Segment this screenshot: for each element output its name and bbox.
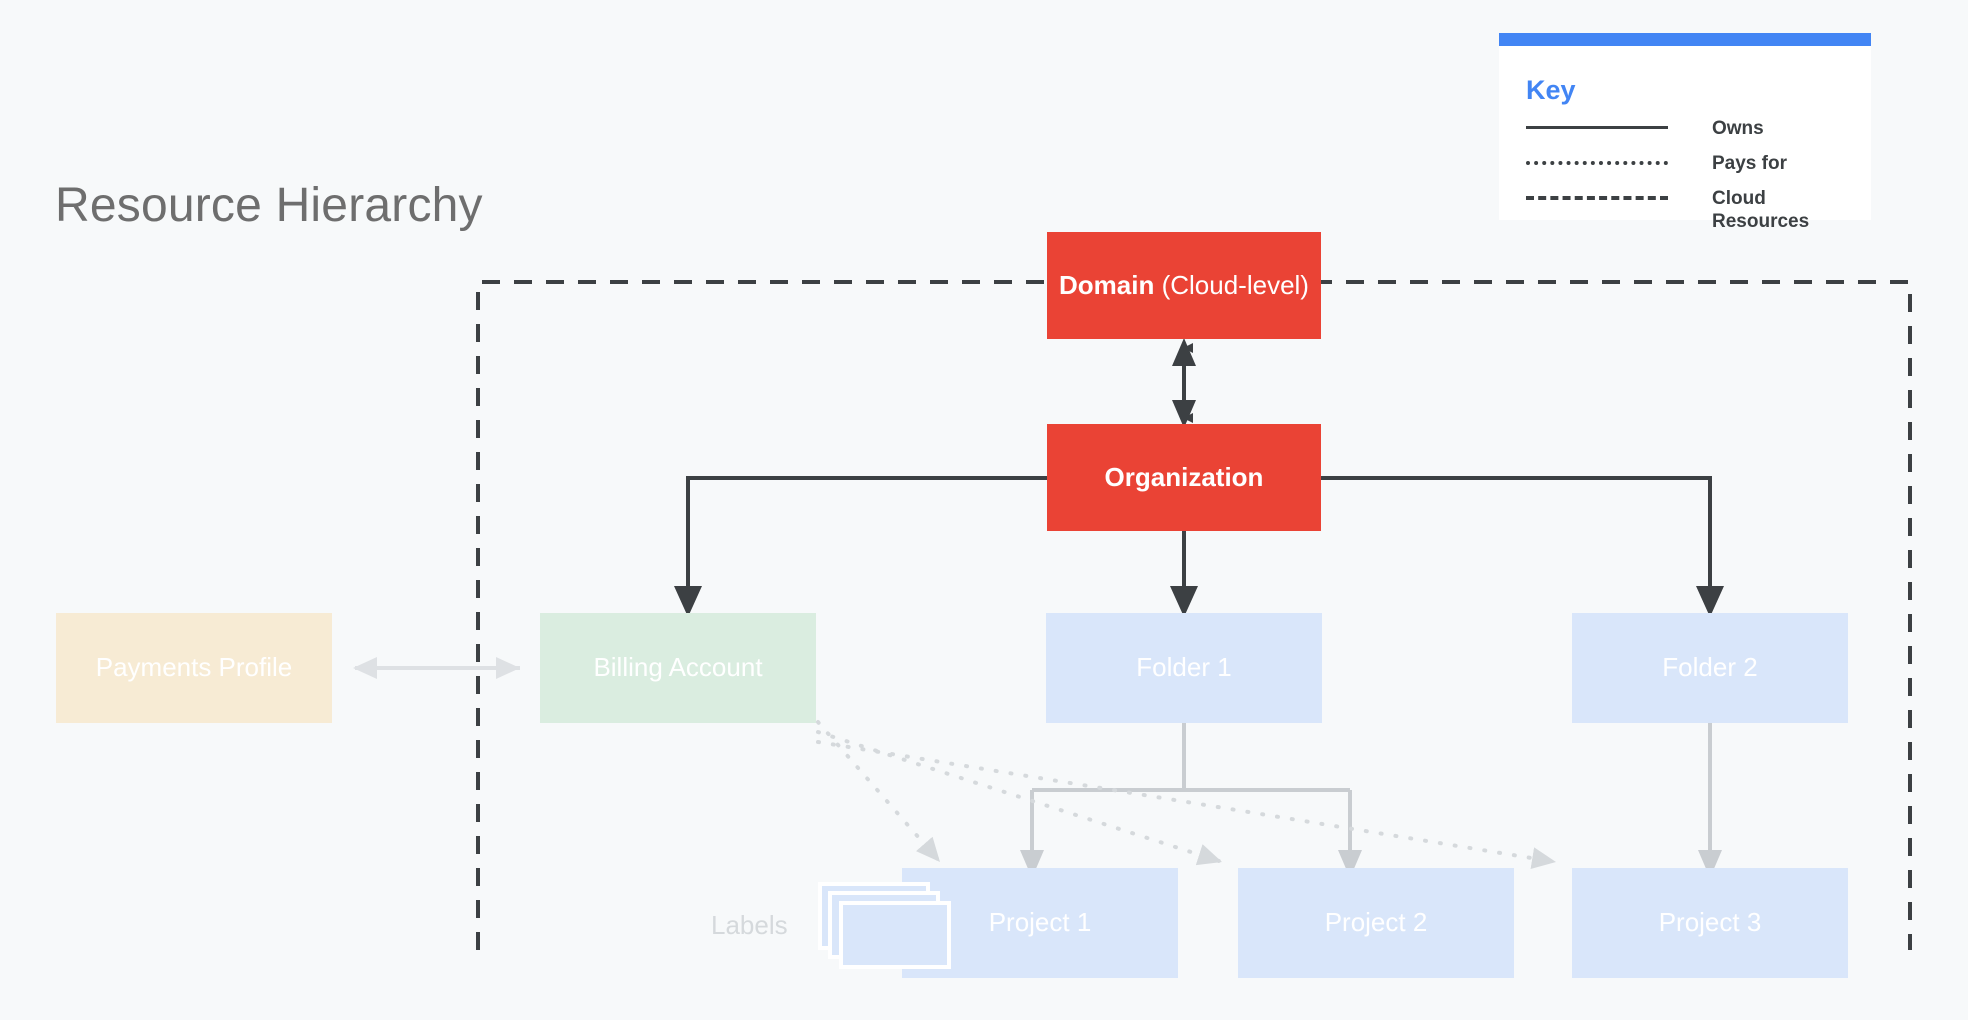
edge-billing-project2-paysfor [816,730,1224,866]
key-row-cloud-resources: Cloud Resources [1526,187,1866,232]
key-label-pays-for: Pays for [1712,153,1787,174]
solid-line-icon [1526,117,1668,139]
key-label-owns: Owns [1712,118,1764,139]
node-organization-label: Organization [1104,461,1264,492]
dotted-line-icon [1526,152,1668,174]
labels-card-front [839,901,951,969]
node-folder-2[interactable]: Folder 2 [1572,613,1848,723]
key-label-cloud-resources: Cloud Resources [1712,188,1810,233]
key-accent-bar [1499,33,1871,46]
node-folder-1-label: Folder 1 [1136,652,1232,683]
dashed-line-icon [1526,187,1668,209]
key-card: Key Owns Pays for Cloud Resources [1499,33,1871,232]
key-row-pays-for: Pays for [1526,152,1866,187]
node-folder-1[interactable]: Folder 1 [1046,613,1322,723]
node-domain[interactable]: Domain (Cloud-level) [1047,232,1321,339]
node-project-1-label: Project 1 [988,907,1092,938]
key-rows: Owns Pays for Cloud Resources [1526,117,1866,232]
node-billing-account[interactable]: Billing Account [540,613,816,723]
key-title: Key [1526,75,1576,105]
node-payments-profile-label: Payments Profile [95,652,293,683]
node-project-3-label: Project 3 [1658,907,1762,938]
node-domain-label-light: (Cloud-level) [1154,269,1309,300]
node-organization[interactable]: Organization [1047,424,1321,531]
node-billing-account-label: Billing Account [593,652,763,683]
labels-caption: Labels [711,910,788,940]
edge-org-billing [686,476,1047,605]
labels-stack-icon [818,882,958,972]
node-project-2[interactable]: Project 2 [1238,868,1514,978]
node-project-2-label: Project 2 [1324,907,1428,938]
node-domain-label-bold: Domain [1059,269,1155,300]
edge-billing-project3-paysfor [816,740,1558,870]
edge-billing-project1-paysfor [816,720,942,864]
key-row-owns: Owns [1526,117,1866,152]
node-folder-2-label: Folder 2 [1662,652,1758,683]
edge-folder1-branch [1030,722,1352,865]
page-title: Resource Hierarchy [55,179,483,232]
node-domain-label: Domain (Cloud-level) [1059,270,1309,301]
node-payments-profile[interactable]: Payments Profile [56,613,332,723]
node-project-3[interactable]: Project 3 [1572,868,1848,978]
edge-org-folder2 [1321,476,1712,605]
